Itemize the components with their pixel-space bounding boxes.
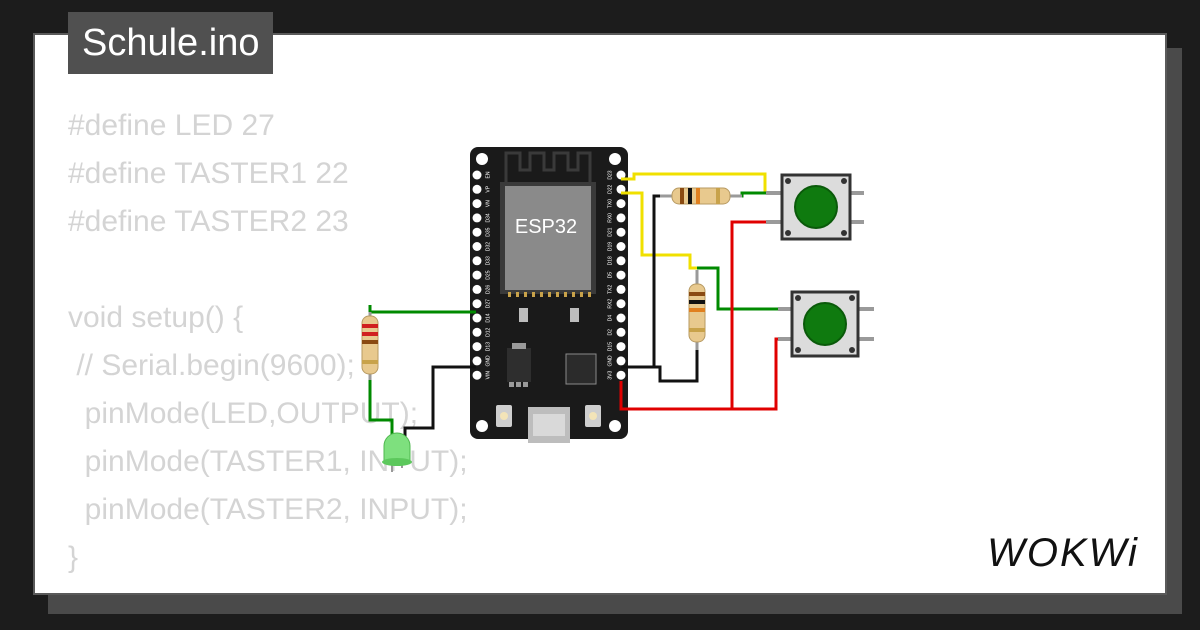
pin-label-left: D13	[485, 342, 491, 351]
pin-label-right: GND	[607, 355, 613, 367]
pin-label-left: D32	[485, 242, 491, 251]
wokwi-logo: WOKWi	[987, 531, 1139, 575]
pin-left-d34[interactable]	[472, 213, 482, 223]
esp32-board: ESP32	[470, 147, 628, 443]
pin-label-right: TX0	[607, 199, 613, 208]
code-line: }	[68, 541, 79, 574]
code-line: void setup() {	[68, 301, 244, 334]
code-line: // Serial.begin(9600);	[68, 349, 355, 382]
pin-label-left: D27	[485, 299, 491, 308]
pin-label-right: D21	[607, 227, 613, 236]
pin-label-left: EN	[485, 171, 491, 178]
wire-yellow-button2	[621, 191, 700, 270]
pin-left-vin[interactable]	[472, 370, 482, 380]
pin-label-right: D19	[607, 242, 613, 251]
pin-label-left: VN	[485, 200, 491, 207]
pin-label-right: D23	[607, 170, 613, 179]
pin-right-3v3[interactable]	[616, 370, 626, 380]
code-line: pinMode(TASTER1, INPUT);	[68, 445, 468, 478]
wire-red-button2	[732, 337, 793, 411]
pin-label-left: D12	[485, 328, 491, 337]
pin-left-en[interactable]	[472, 170, 482, 180]
green-led	[382, 432, 412, 472]
code-snippet: #define LED 27 #define TASTER1 22 #define …	[68, 102, 468, 582]
wire-black-resistor2	[621, 344, 699, 383]
pin-label-right: D4	[607, 315, 613, 322]
pin-left-vp[interactable]	[472, 184, 482, 194]
pin-left-d25[interactable]	[472, 270, 482, 280]
pin-right-d2[interactable]	[616, 327, 626, 337]
pin-right-rx2[interactable]	[616, 299, 626, 309]
pin-label-left: D26	[485, 285, 491, 294]
pin-label-left: GND	[485, 355, 491, 367]
pin-left-d32[interactable]	[472, 242, 482, 251]
pin-label-right: D5	[607, 272, 613, 279]
pin-right-d19[interactable]	[616, 242, 626, 251]
pin-right-tx2[interactable]	[616, 284, 626, 294]
pin-label-left: D34	[485, 213, 491, 222]
pin-label-left: VIN	[485, 371, 491, 380]
pin-label-right: D2	[607, 329, 613, 336]
pin-right-d5[interactable]	[616, 270, 626, 280]
pin-label-left: VP	[485, 185, 491, 192]
pin-label-right: 3V3	[607, 371, 613, 380]
pin-label-left: D25	[485, 270, 491, 279]
resistor-button2	[688, 270, 706, 350]
pin-left-gnd[interactable]	[472, 356, 482, 366]
wokwi-logo-text: WOKWi	[987, 531, 1139, 575]
pin-right-d4[interactable]	[616, 313, 626, 323]
code-line: #define TASTER2 23	[68, 205, 349, 238]
pin-right-d21[interactable]	[616, 227, 626, 237]
pin-right-gnd[interactable]	[616, 356, 626, 366]
wire-black-resistor1	[621, 194, 672, 369]
pin-label-right: RX2	[607, 299, 613, 309]
pin-label-left: D14	[485, 313, 491, 322]
wire-green-button2	[697, 266, 788, 311]
pin-right-d18[interactable]	[616, 256, 626, 266]
wire-green-led	[368, 305, 476, 314]
pin-label-right: TX2	[607, 285, 613, 294]
pin-label-right: D15	[607, 342, 613, 351]
code-line: pinMode(TASTER2, INPUT);	[68, 493, 468, 526]
pin-left-d13[interactable]	[472, 342, 482, 352]
pin-left-vn[interactable]	[472, 199, 482, 209]
pin-label-right: RX0	[607, 213, 613, 223]
resistor-led	[361, 312, 379, 380]
push-button-1[interactable]	[766, 173, 864, 241]
resistor-button1	[660, 187, 742, 205]
pin-label-left: D35	[485, 227, 491, 236]
pin-label-right: D18	[607, 256, 613, 265]
pin-right-d23[interactable]	[616, 170, 626, 180]
project-title: Schule.ino	[68, 12, 274, 74]
pin-left-d33[interactable]	[472, 256, 482, 266]
code-line: #define TASTER1 22	[68, 157, 349, 190]
push-button-2[interactable]	[778, 290, 874, 358]
wire-green-led-anode	[368, 378, 394, 436]
code-line: pinMode(LED,OUTPUT);	[68, 397, 419, 430]
pin-right-tx0[interactable]	[616, 199, 626, 209]
pin-right-d15[interactable]	[616, 342, 626, 352]
wire-black-led-gnd	[403, 365, 476, 440]
pin-left-d27[interactable]	[472, 299, 482, 309]
code-line: #define LED 27	[68, 109, 275, 142]
board-label: ESP32	[515, 216, 577, 238]
pin-left-d26[interactable]	[472, 284, 482, 294]
pin-left-d35[interactable]	[472, 227, 482, 237]
pin-label-left: D33	[485, 256, 491, 265]
pin-label-right: D22	[607, 185, 613, 194]
pin-left-d14[interactable]	[472, 313, 482, 323]
pin-left-d12[interactable]	[472, 327, 482, 337]
pin-right-rx0[interactable]	[616, 213, 626, 223]
